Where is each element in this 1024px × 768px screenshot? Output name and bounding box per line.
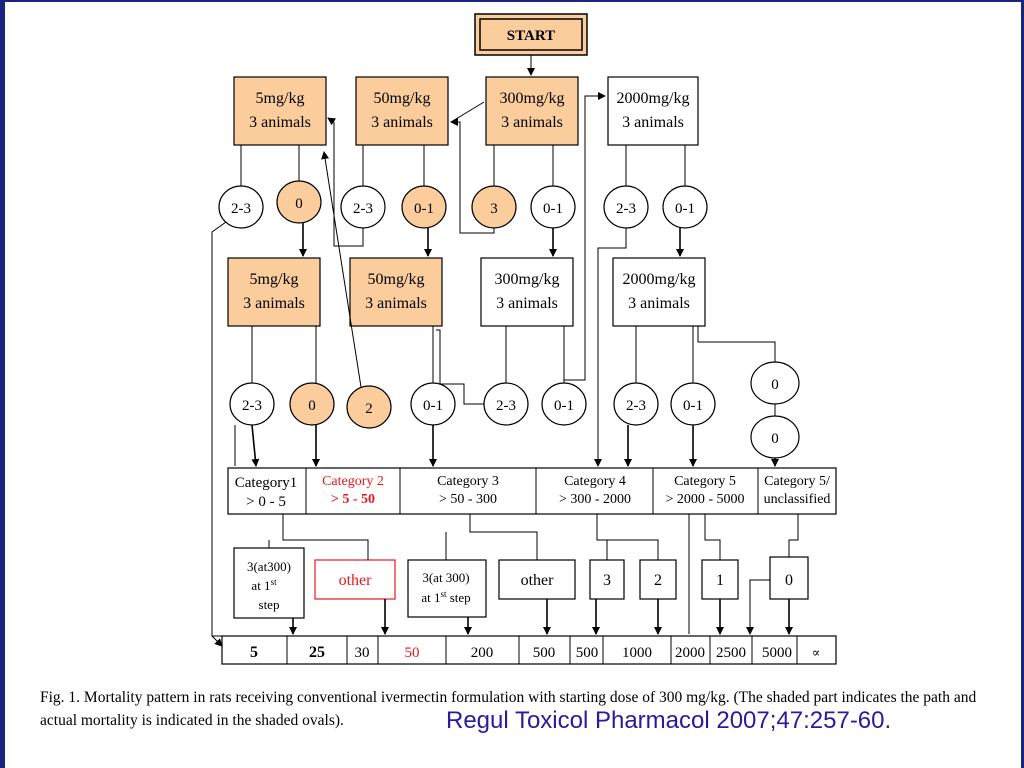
category-3-range: > 50 - 300 [439,492,497,507]
svg-text:2: 2 [365,401,373,417]
svg-text:3(at 300): 3(at 300) [422,570,469,585]
svg-text:at 1st step: at 1st step [421,589,470,605]
citation: Regul Toxicol Pharmacol 2007;47:257-60. [446,707,892,734]
dose-box-50-row2: 50mg/kg 3 animals [349,257,443,327]
svg-text:2-3: 2-3 [242,398,262,414]
svg-text:0-1: 0-1 [543,201,563,217]
start-label: START [507,28,555,44]
dose-box-5-row1: 5mg/kg 3 animals [233,76,327,146]
caption-line-2: actual mortality is indicated in the sha… [40,712,344,729]
svg-text:0-1: 0-1 [683,398,703,414]
slide-frame-right [1021,0,1024,768]
svg-text:1: 1 [716,572,724,589]
category-5-range: > 2000 - 5000 [665,492,744,507]
dose-label: 2000mg/kg [623,271,696,288]
svg-text:step: step [259,597,280,612]
sub-box-0: 0 [769,556,809,600]
svg-text:other: other [339,572,373,589]
sub-box-2: 2 [639,559,677,600]
svg-text:0: 0 [785,572,793,589]
dose-label: 50mg/kg [368,271,425,288]
value-5000: 5000 [762,645,792,661]
category-5-name: Category 5 [674,474,736,489]
category-3-name: Category 3 [437,474,499,489]
value-2500: 2500 [716,645,746,661]
animals-label: 3 animals [249,114,311,131]
sub-box-other: other [498,559,576,600]
svg-text:2-3: 2-3 [231,201,251,217]
animals-label: 3 animals [501,114,563,131]
dose-box-2000-row1: 2000mg/kg 3 animals [607,76,699,146]
category-4-range: > 300 - 2000 [559,492,631,507]
value-strip: 5 25 30 50 200 500 500 1000 2000 2500 50… [221,635,837,665]
svg-text:2: 2 [654,572,662,589]
dose-box-300-row2: 300mg/kg 3 animals [480,257,574,327]
connectors [211,55,799,647]
dose-label: 50mg/kg [374,90,431,107]
value-infinity: ∝ [812,645,821,660]
svg-text:0-1: 0-1 [675,201,695,217]
dose-label: 5mg/kg [250,271,299,288]
value-25: 25 [309,644,325,661]
svg-text:0-1: 0-1 [414,201,434,217]
svg-text:0: 0 [295,196,303,212]
oval-row1: 2-3 0 2-3 0-1 3 0-1 2-3 0-1 [218,180,708,229]
dose-label: 300mg/kg [495,271,560,288]
dose-box-2000-row2: 2000mg/kg 3 animals [612,257,706,327]
sub-box-3: 3 [589,559,625,600]
dose-label: 300mg/kg [500,90,565,107]
animals-label: 3 animals [622,114,684,131]
svg-text:0: 0 [308,398,316,414]
svg-text:3(at300): 3(at300) [247,559,291,574]
category-2-name: Category 2 [322,474,384,489]
category-4-name: Category 4 [564,474,626,489]
svg-text:other: other [521,572,555,589]
slide-frame-top [0,0,1024,2]
svg-text:at 1st: at 1st [251,577,277,593]
svg-text:3: 3 [603,572,611,589]
svg-text:0-1: 0-1 [423,398,443,414]
category-1-range: > 0 - 5 [246,494,286,510]
svg-text:2-3: 2-3 [626,398,646,414]
caption-line-1: Fig. 1. Mortality pattern in rats receiv… [40,689,977,706]
value-200: 200 [471,645,494,661]
value-50: 50 [405,645,420,661]
category-1-name: Category1 [235,475,297,491]
svg-text:0-1: 0-1 [554,398,574,414]
category-2-range: > 5 - 50 [331,492,375,507]
sub-box-other-red: other [314,559,396,600]
animals-label: 3 animals [365,295,427,312]
category-strip: Category1 > 0 - 5 Category 2 > 5 - 50 Ca… [227,467,837,515]
dose-box-5-row2: 5mg/kg 3 animals [227,257,321,327]
animals-label: 3 animals [243,295,305,312]
animals-label: 3 animals [628,295,690,312]
dose-box-300-row1: 300mg/kg 3 animals [485,76,579,146]
category-5-unclassified-name: Category 5/ [764,474,830,489]
value-1000: 1000 [622,645,652,661]
dose-label: 5mg/kg [256,90,305,107]
category-5-unclassified-range: unclassified [764,492,831,507]
value-5: 5 [250,644,258,661]
svg-text:0: 0 [771,377,779,393]
slide-frame-left [0,0,5,768]
animals-label: 3 animals [371,114,433,131]
sub-box-3-at-300: 3(at300) at 1st step [233,547,305,619]
value-500: 500 [533,645,556,661]
dose-label: 2000mg/kg [617,90,690,107]
dose-box-50-row1: 50mg/kg 3 animals [355,76,449,146]
start-box: START [474,13,588,56]
svg-text:2-3: 2-3 [353,201,373,217]
value-30: 30 [355,645,370,661]
sub-box-3-at-300-step: 3(at 300) at 1st step [407,559,487,618]
animals-label: 3 animals [496,295,558,312]
svg-text:0: 0 [771,431,779,447]
sub-box-1: 1 [701,559,739,600]
value-2000: 2000 [675,645,705,661]
value-500b: 500 [576,645,599,661]
svg-text:2-3: 2-3 [616,201,636,217]
svg-text:2-3: 2-3 [496,398,516,414]
svg-text:3: 3 [490,201,498,217]
figure-caption: Fig. 1. Mortality pattern in rats receiv… [40,686,1020,732]
